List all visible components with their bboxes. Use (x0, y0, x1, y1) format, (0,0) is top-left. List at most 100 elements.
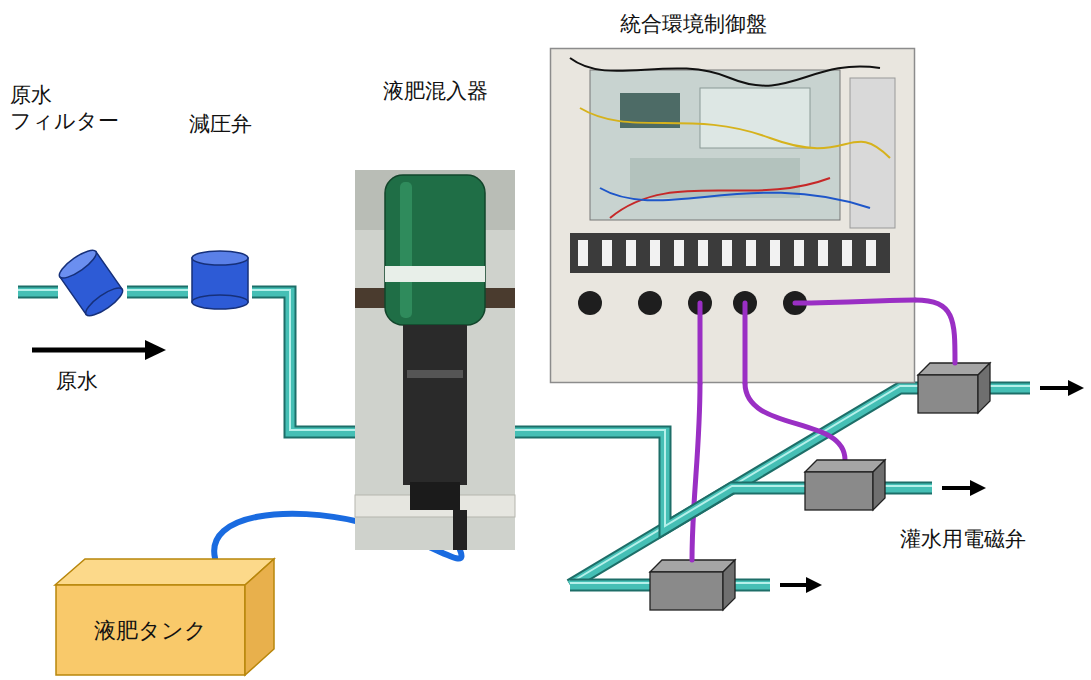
pipe-body (570, 581, 652, 590)
terminal (770, 240, 780, 266)
filter-cylinder (55, 252, 127, 314)
pipe-edge (733, 579, 770, 592)
tank-box (55, 558, 275, 676)
cable-grommet (638, 291, 662, 315)
photo-ground (355, 170, 515, 550)
mixer-base (410, 482, 460, 510)
pipe-highlight (252, 290, 355, 430)
reducer-cylinder (188, 248, 252, 310)
valve-wire (698, 303, 703, 383)
terminal (626, 240, 636, 266)
tank-front (56, 585, 245, 675)
pipe-highlight (883, 485, 932, 487)
flow-arrow-head (970, 480, 986, 496)
other-valves (650, 363, 990, 610)
pipe-edge (883, 482, 932, 495)
branch-pipe (570, 583, 652, 585)
solenoid-valve-node: 灌水用電磁弁 (805, 460, 885, 510)
terminal (698, 240, 708, 266)
terminal (818, 240, 828, 266)
pipe-edge (127, 286, 188, 299)
panel-housing (551, 49, 915, 383)
filter-bottom (82, 283, 126, 320)
pipe-body (883, 484, 932, 493)
control-panel-node: 統合環境制御盤 (550, 48, 915, 383)
pipe-edge (988, 382, 1030, 395)
reducer-node: 減圧弁 (188, 248, 252, 310)
mixer-green-body (385, 175, 485, 325)
terminal (794, 240, 804, 266)
valve-top (805, 460, 885, 472)
valve-front (918, 375, 978, 413)
flow-arrow-line (942, 486, 974, 490)
board-cover (700, 88, 810, 148)
pipe-highlight (18, 289, 58, 291)
panel-label: 統合環境制御盤 (620, 11, 767, 37)
wire-connector (745, 383, 845, 460)
mixer-lower-body (403, 325, 467, 485)
flow-arrow-line (780, 583, 810, 587)
pipe-edge (252, 292, 355, 432)
valve-front (650, 572, 723, 610)
mixer-node: 液肥混入器 (355, 170, 515, 550)
valve-box (805, 460, 885, 510)
valve-wire (692, 383, 700, 560)
filter-body (56, 246, 126, 320)
pipe-body (515, 432, 805, 528)
flow-arrow-head (1068, 380, 1084, 396)
valve-label: 灌水用電磁弁 (900, 526, 1026, 552)
internal-wire (570, 58, 880, 86)
flow-arrow-head (806, 577, 822, 593)
pipe-body (733, 581, 770, 590)
flow-arrow-line (1040, 386, 1072, 390)
filter-top (56, 246, 100, 283)
valve-side (723, 560, 735, 610)
valve-wire (743, 303, 748, 383)
internal-wire (600, 188, 870, 208)
valve-side (873, 460, 885, 510)
mixer-nozzle (453, 510, 467, 550)
pipe-edge (18, 286, 58, 299)
terminal (602, 240, 612, 266)
terminal-strip (570, 233, 890, 273)
valve-wire (915, 300, 955, 363)
pipe-connector (515, 430, 805, 528)
pipe-highlight (988, 385, 1030, 387)
pipe-body (18, 288, 58, 297)
pipe-highlight (515, 430, 805, 526)
terminal (746, 240, 756, 266)
reducer-top (192, 251, 248, 265)
flow-label: 原水 (56, 368, 98, 394)
inflow-arrow-head (145, 340, 166, 360)
filter-label: 原水 フィルター (10, 82, 122, 135)
panel-illustration (550, 48, 915, 383)
pipe-highlight (127, 289, 188, 291)
tank-top (55, 559, 274, 585)
inflow-arrow-line (32, 348, 148, 353)
terminal (866, 240, 876, 266)
terminal (578, 240, 588, 266)
pipe-body (252, 292, 355, 432)
filter-node: 原水 フィルター (55, 252, 127, 314)
pipe-edge (515, 432, 805, 528)
valve-box (650, 560, 735, 610)
reducer-label: 減圧弁 (189, 111, 252, 137)
cable-grommet (578, 291, 602, 315)
mixer-ring (407, 370, 463, 378)
tank-node: 液肥タンク (55, 558, 275, 676)
pipe-body (988, 384, 1030, 393)
terminal (650, 240, 660, 266)
valve-side (978, 363, 990, 413)
pipe-connector (127, 290, 188, 292)
terminal (674, 240, 684, 266)
internal-wire (580, 108, 890, 158)
pipe-highlight (570, 582, 652, 584)
reducer-bottom (192, 295, 248, 309)
valve-wire (745, 383, 845, 460)
inlet-pipe (18, 290, 58, 292)
valve-front (805, 472, 873, 510)
terminal (842, 240, 852, 266)
mixer-band (385, 266, 485, 282)
valve-wire (795, 300, 915, 303)
din-module (850, 78, 895, 228)
